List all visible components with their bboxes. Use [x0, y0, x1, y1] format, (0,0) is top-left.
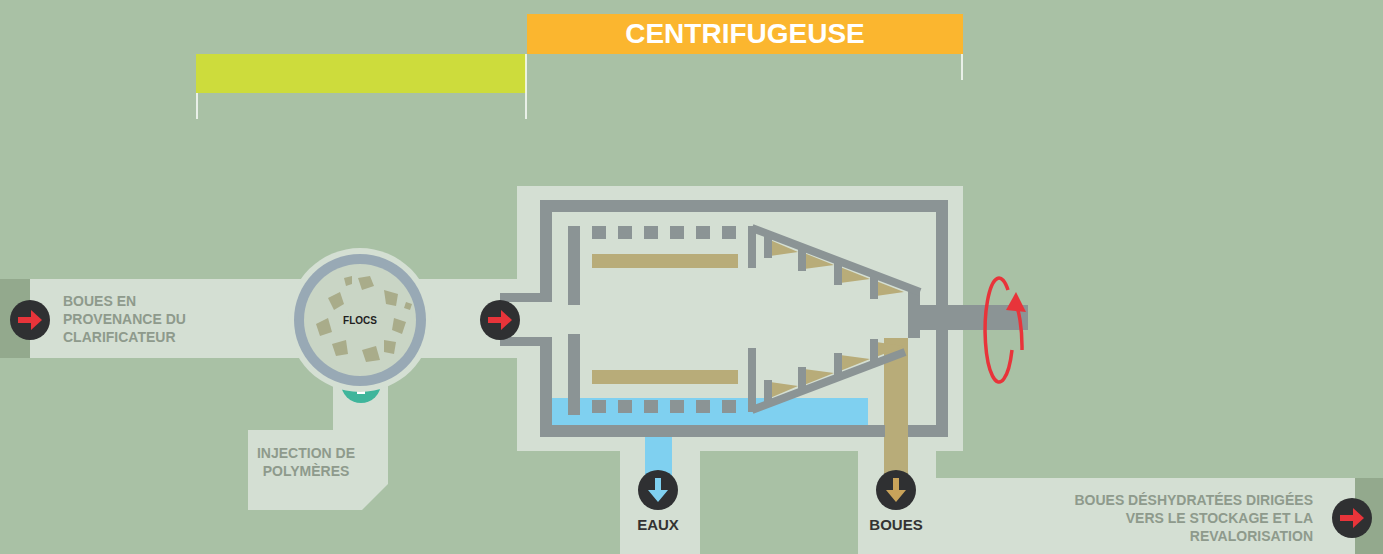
band-title: CENTRIFUGEUSE [625, 18, 865, 50]
outlet-label: BOUES [856, 516, 936, 534]
outlet-label: EAUX [618, 516, 698, 534]
tank-label: FLOCS [343, 315, 377, 326]
title-band: CENTRIFUGEUSE [527, 14, 963, 54]
inlet-label: BOUES EN PROVENANCE DU CLARIFICATEUR [63, 292, 233, 346]
outlet-destination-label: BOUES DÉSHYDRATÉES DIRIGÉES VERS LE STOC… [1068, 491, 1313, 545]
flocculation-tank: FLOCS [288, 248, 432, 392]
injection-label: INJECTION DE POLYMÈRES [250, 444, 362, 480]
color-band [196, 54, 526, 93]
